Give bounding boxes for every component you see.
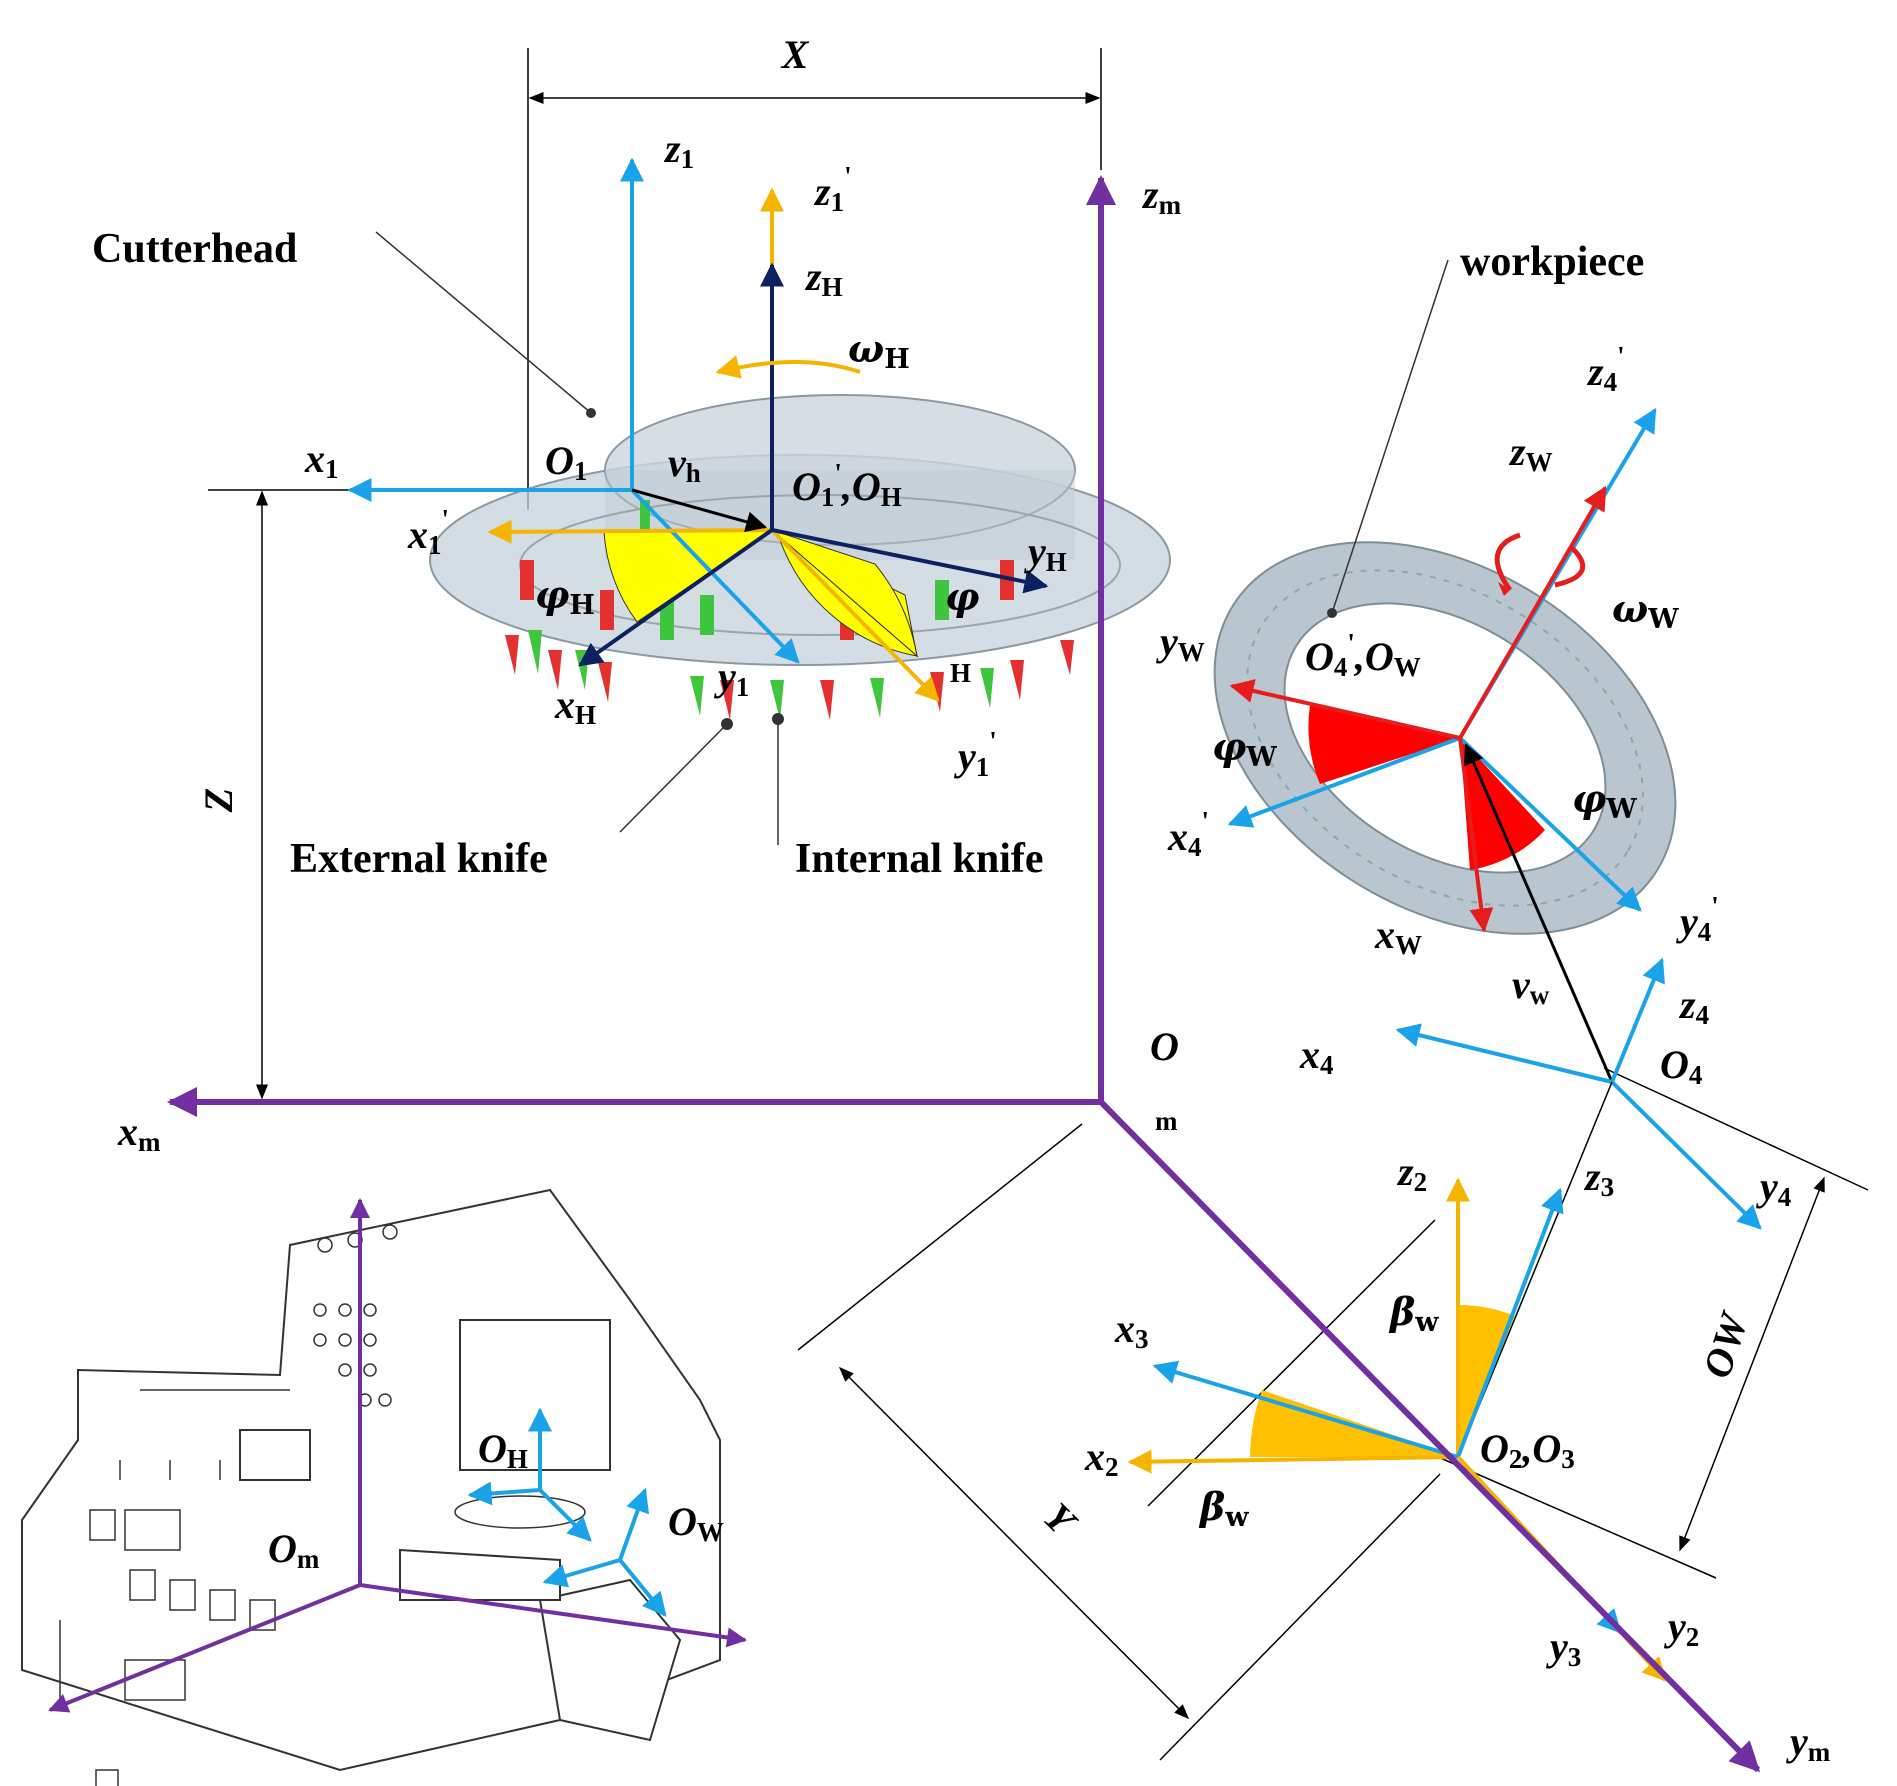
phiW-sector-right: [1460, 738, 1545, 870]
frame-23-axes: [1127, 1177, 1667, 1682]
label-x2: x2: [1084, 1434, 1119, 1482]
machine-axes: [167, 175, 1761, 1773]
label-ym: ym: [1786, 1719, 1831, 1767]
label-Om-sub: m: [1155, 1106, 1178, 1136]
label-O4p-OW: O4',OW: [1305, 628, 1421, 682]
external-knife-caption: External knife: [290, 836, 548, 882]
label-Om: O: [1150, 1024, 1179, 1069]
workpiece-axes: [1227, 407, 1657, 1083]
label-xm: xm: [117, 1109, 161, 1157]
label-x3: x3: [1114, 1306, 1149, 1354]
label-phi: φ: [945, 574, 979, 619]
label-y4: y4: [1756, 1164, 1791, 1212]
label-vh: vh: [668, 440, 701, 488]
label-x4: x4: [1299, 1032, 1334, 1080]
label-yW: yW: [1156, 619, 1205, 667]
label-phiH: φH: [535, 572, 595, 621]
label-omegaW: ωW: [1612, 586, 1679, 635]
label-z1-prime: z1': [813, 161, 852, 217]
label-phiW-right: φW: [1572, 776, 1637, 825]
dimension-Y-label: Y: [1035, 1494, 1087, 1546]
dimension-Z: [208, 489, 430, 1100]
workpiece-drawing: [1213, 259, 1677, 935]
label-phiW-left: φW: [1212, 724, 1277, 773]
machine-inset: [21, 1188, 747, 1786]
label-x1: x1: [304, 436, 339, 484]
label-omegaH: ωH: [848, 326, 910, 375]
label-z2: z2: [1396, 1149, 1427, 1197]
label-y3: y3: [1546, 1624, 1581, 1672]
dimension-X: [527, 48, 1102, 510]
inset-label-OW: OW: [668, 1499, 724, 1547]
internal-knife-caption: Internal knife: [795, 836, 1044, 882]
captions: Cutterhead workpiece External knife Inte…: [92, 226, 1644, 882]
label-x1-prime: x1': [407, 504, 449, 560]
label-xH: xH: [554, 682, 596, 730]
inset-label-Om: Om: [268, 1526, 320, 1574]
frame-4-axes: [1395, 957, 1762, 1458]
label-y1-prime: y1': [954, 726, 997, 782]
label-z4: z4: [1678, 982, 1709, 1030]
axis-labels: z1 z1' zH zm ωH x1 O1 vh O1',OH x1' yH φ…: [117, 126, 1831, 1767]
dimension-OW-label: OW: [1694, 1306, 1757, 1384]
label-xW: xW: [1374, 912, 1422, 960]
label-O2-O3: O2,O3: [1480, 1426, 1575, 1474]
label-vw: vw: [1512, 962, 1550, 1010]
cutterhead-caption: Cutterhead: [92, 226, 297, 272]
label-O4: O4: [1660, 1042, 1702, 1090]
label-z4-prime: z4': [1586, 341, 1625, 397]
label-phi-sub: H: [950, 658, 971, 688]
dimension-Z-label: Z: [196, 788, 241, 813]
label-O1p-OH: O1',OH: [792, 458, 902, 512]
phiH-sector: [603, 529, 774, 623]
dimension-X-label: X: [780, 32, 810, 77]
label-z1: z1: [663, 126, 694, 174]
label-y1: y1: [714, 654, 749, 702]
label-z3: z3: [1583, 1154, 1614, 1202]
label-yH: yH: [1024, 529, 1067, 577]
label-y4-prime: y4': [1676, 891, 1719, 947]
label-y2: y2: [1664, 1604, 1699, 1652]
label-zm: zm: [1141, 172, 1182, 220]
label-betaw-upper: βw: [1388, 1289, 1439, 1338]
workpiece-caption: workpiece: [1460, 239, 1644, 285]
cutter-axes: [347, 157, 1049, 702]
inset-label-OH: OH: [478, 1426, 528, 1474]
label-zW: zW: [1508, 429, 1553, 477]
phiW-sector-left: [1308, 705, 1460, 784]
label-O1: O1: [545, 438, 587, 486]
dimension-OW: [1437, 1067, 1869, 1579]
dimension-Y: [797, 1123, 1441, 1761]
label-x4-prime: x4': [1167, 806, 1209, 862]
label-zH: zH: [804, 254, 843, 302]
label-betaw-lower: βw: [1198, 1484, 1249, 1533]
